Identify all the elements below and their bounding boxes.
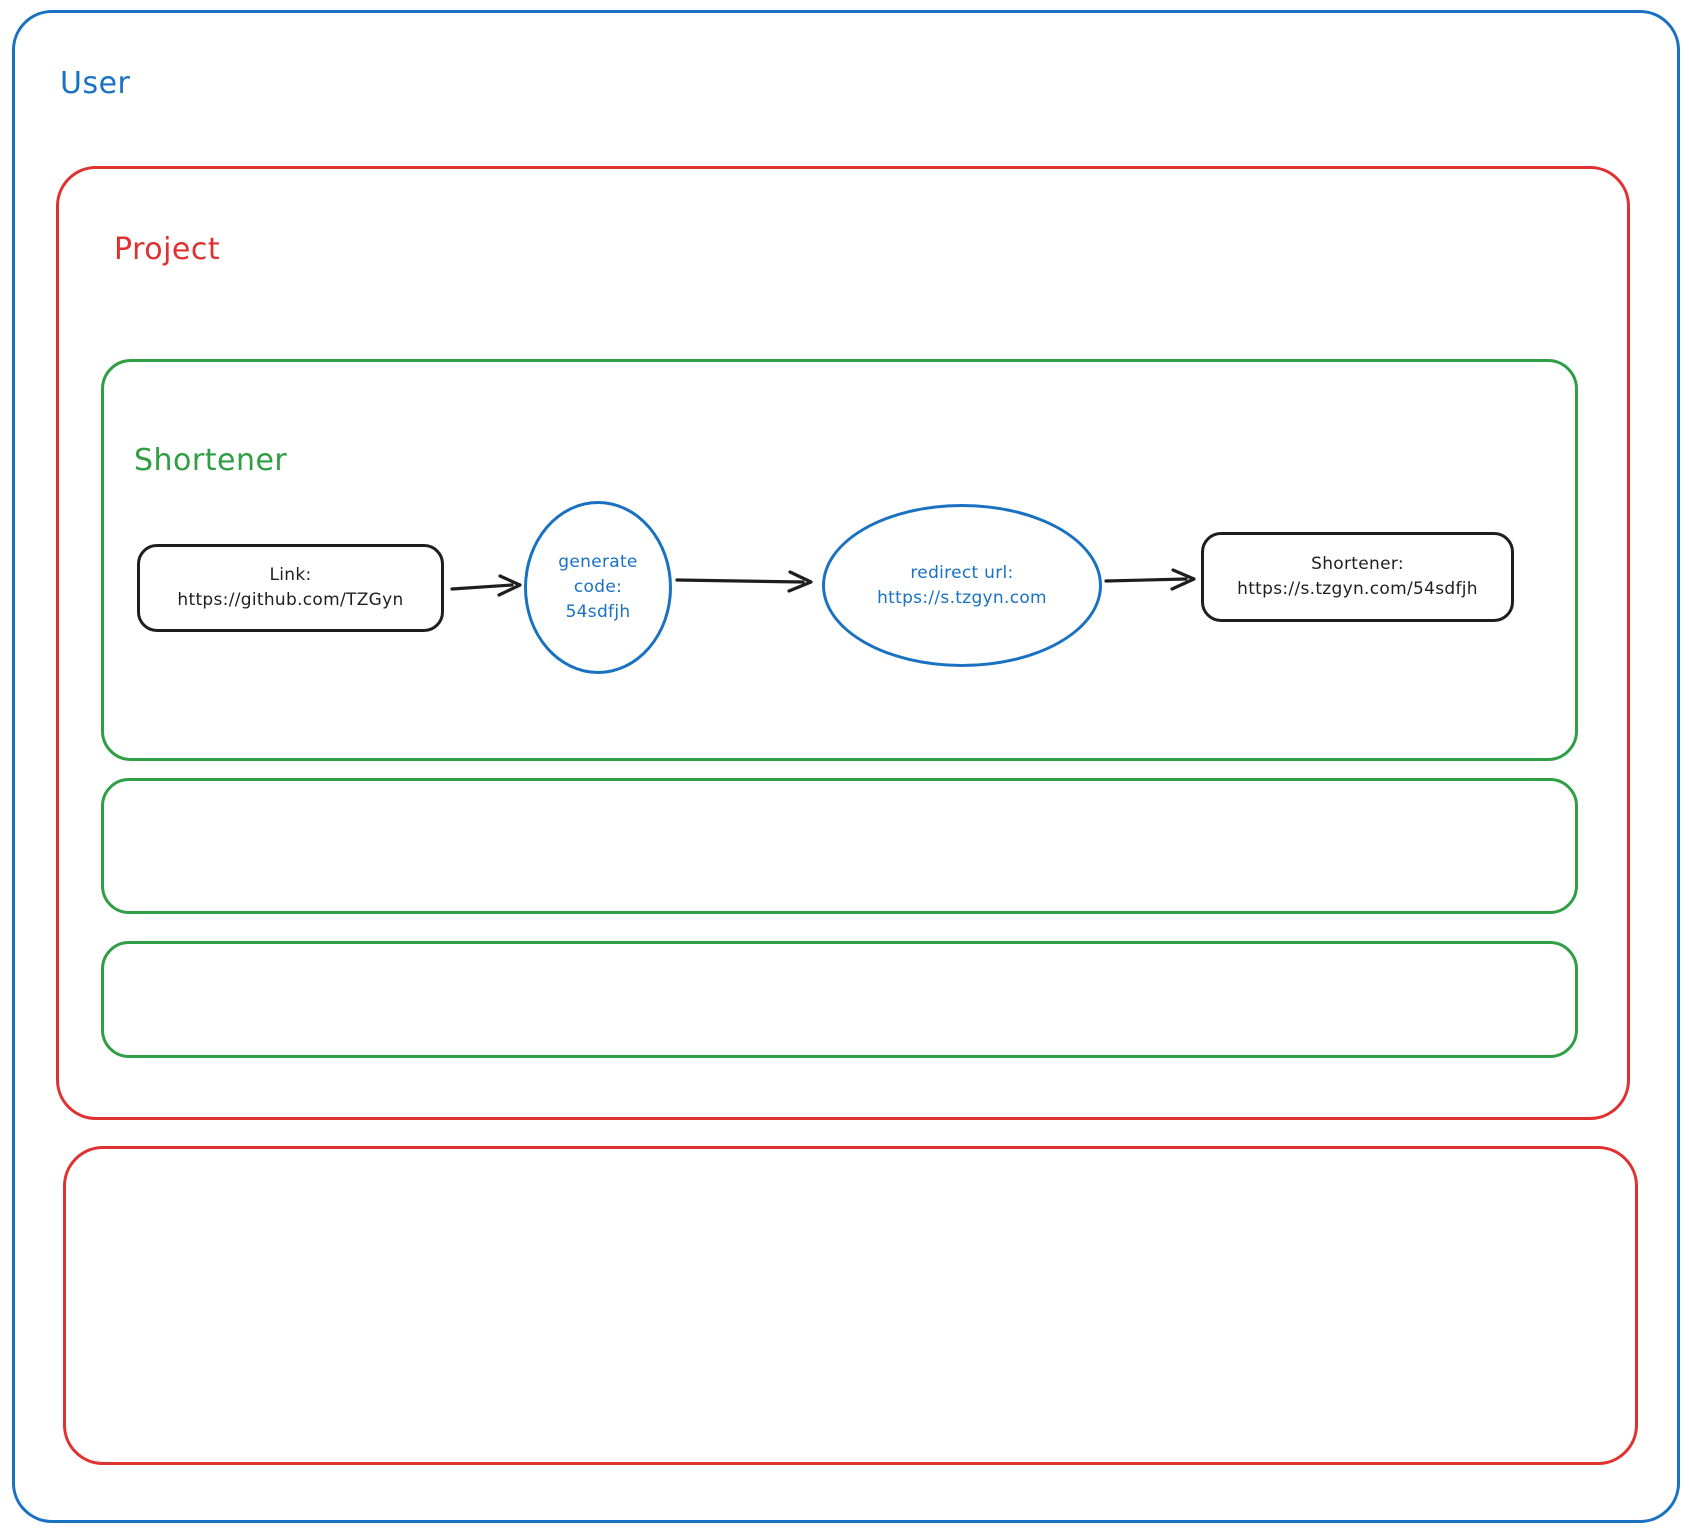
- shortener-container-box[interactable]: Shortener Link: https://github.com/TZGyn…: [101, 359, 1578, 761]
- user-label: User: [60, 66, 131, 101]
- user-container-box[interactable]: User Project Shortener Link: https://git…: [12, 10, 1680, 1523]
- project-empty-box[interactable]: [63, 1146, 1638, 1465]
- generate-node-code: 54sdfjh: [565, 602, 631, 622]
- project-container-box[interactable]: Project Shortener Link: https://github.c…: [56, 166, 1630, 1120]
- link-node-title: Link:: [269, 565, 312, 585]
- arrow-right-icon: [1104, 568, 1196, 591]
- shortener-empty-box-2[interactable]: [101, 941, 1578, 1058]
- shortener-empty-box-1[interactable]: [101, 778, 1578, 914]
- redirect-url-node[interactable]: redirect url: https://s.tzgyn.com: [822, 504, 1102, 667]
- link-node-url: https://github.com/TZGyn: [177, 590, 404, 610]
- generate-node-line2: code:: [573, 577, 623, 597]
- shortened-node-title: Shortener:: [1311, 554, 1404, 574]
- shortened-node-url: https://s.tzgyn.com/54sdfjh: [1237, 579, 1478, 599]
- arrow-right-icon: [450, 574, 522, 597]
- arrow-right-icon: [675, 570, 813, 593]
- shortener-label: Shortener: [134, 443, 288, 478]
- redirect-node-url: https://s.tzgyn.com: [877, 587, 1047, 608]
- generate-node-line1: generate: [558, 552, 638, 572]
- shortened-url-node[interactable]: Shortener: https://s.tzgyn.com/54sdfjh: [1201, 532, 1514, 622]
- arrow-redirect-to-shortener[interactable]: [1104, 563, 1198, 597]
- generate-code-node[interactable]: generate code: 54sdfjh: [524, 501, 672, 674]
- project-label: Project: [114, 232, 221, 267]
- arrow-link-to-generate[interactable]: [450, 570, 524, 604]
- link-node[interactable]: Link: https://github.com/TZGyn: [137, 544, 444, 632]
- redirect-node-title: redirect url:: [910, 562, 1014, 583]
- arrow-generate-to-redirect[interactable]: [675, 564, 815, 598]
